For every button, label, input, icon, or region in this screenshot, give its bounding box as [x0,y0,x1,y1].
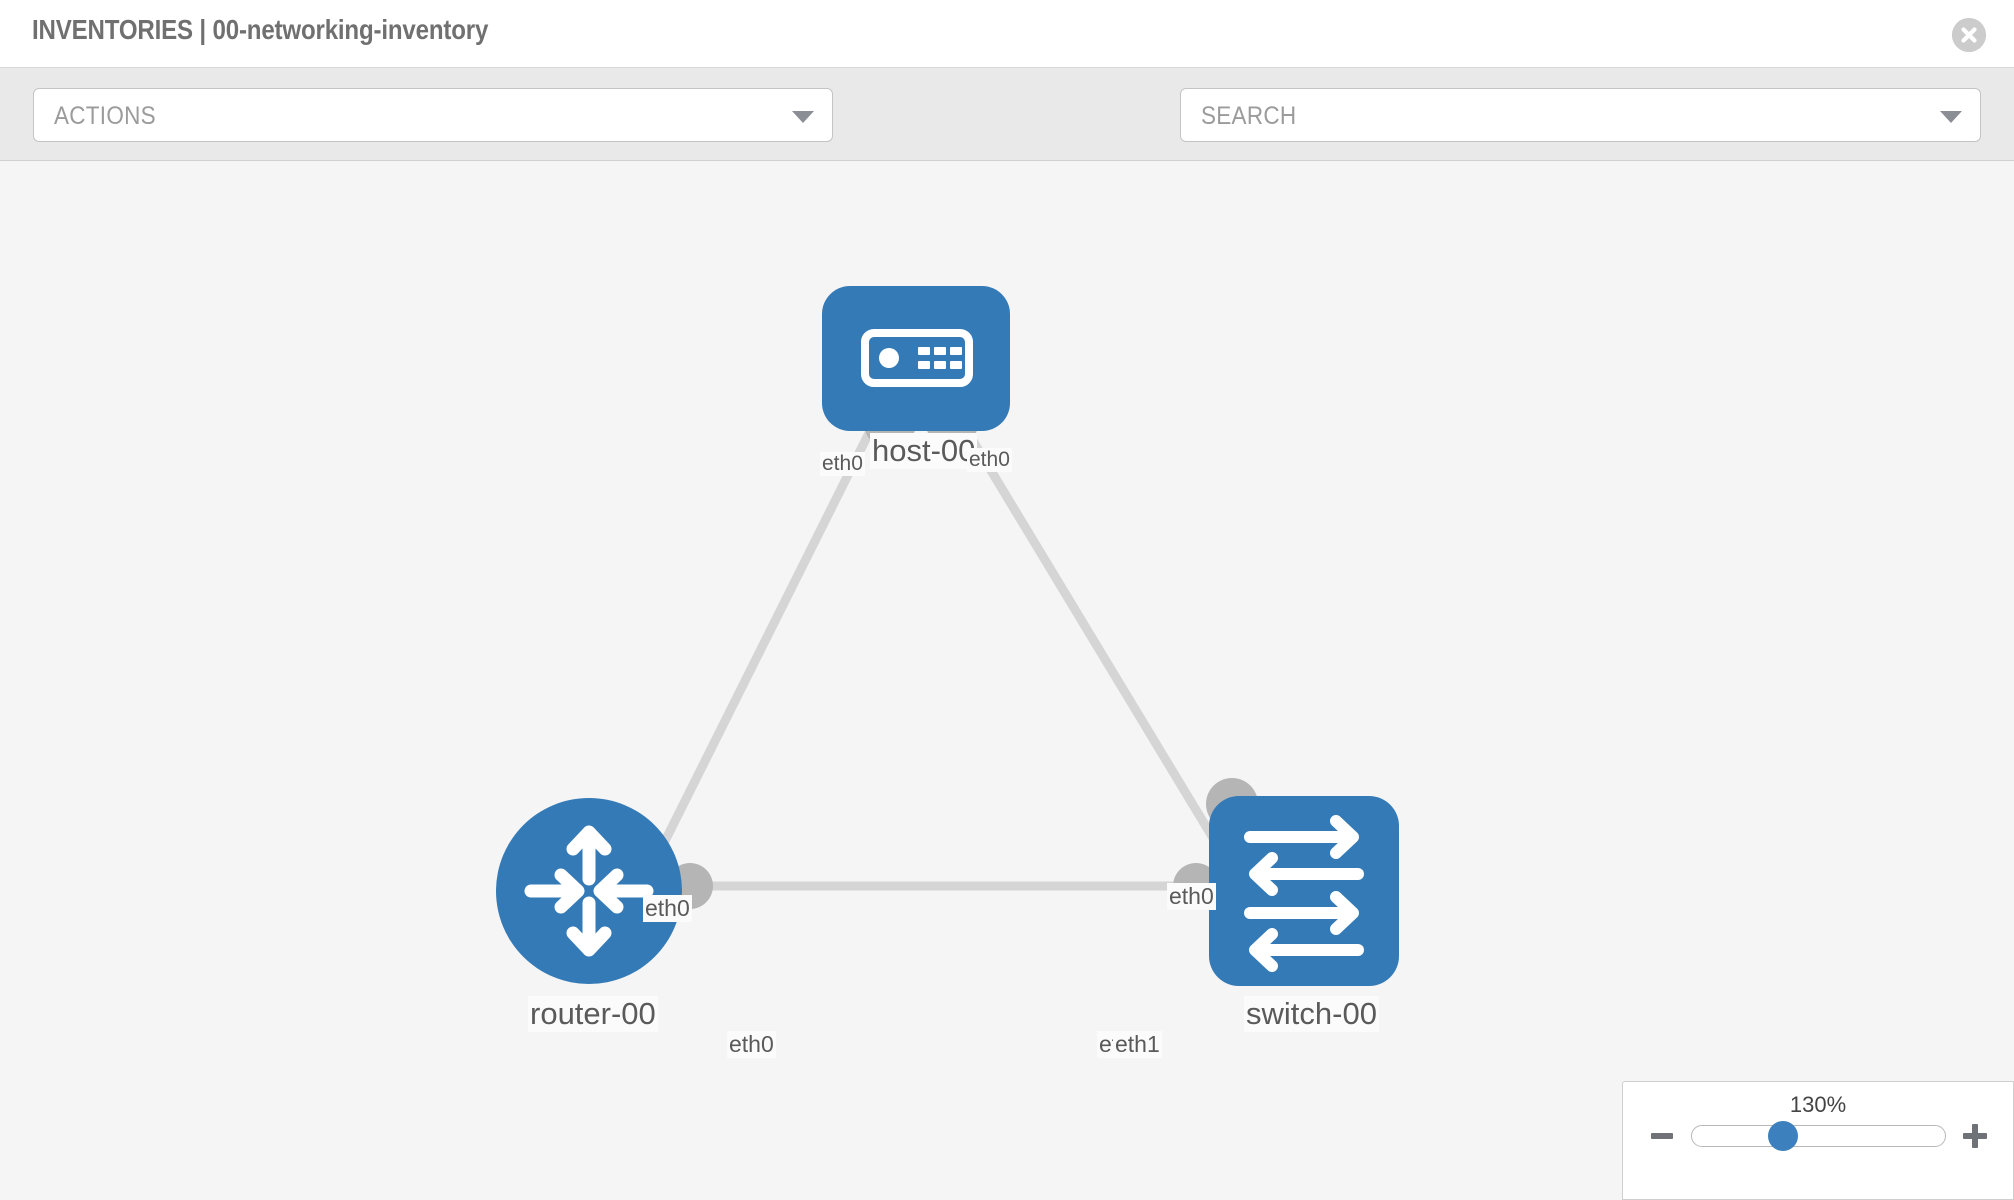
iface-label-host-right: eth0 [967,448,1012,472]
link-host-switch[interactable] [951,408,1249,894]
search-placeholder: SEARCH [1201,102,1297,130]
toolbar: ACTIONS SEARCH [0,68,2014,197]
iface-label-host-left: eth0 [820,452,865,476]
actions-dropdown[interactable]: ACTIONS [33,88,833,142]
zoom-control-panel: 130% [1622,1081,2014,1200]
zoom-slider-track[interactable] [1691,1125,1946,1147]
zoom-in-button[interactable] [1963,1124,1987,1148]
router-icon [524,825,654,957]
topology-canvas[interactable]: host-00 eth0 eth0 router-00 switch-00 et… [0,161,2014,1200]
switch-icon [1244,815,1364,972]
zoom-out-button[interactable] [1651,1133,1673,1139]
node-label-router-00: router-00 [528,996,658,1032]
zoom-slider-handle[interactable] [1768,1121,1798,1151]
actions-dropdown-label: ACTIONS [54,102,156,130]
node-label-host-00: host-00 [870,433,978,469]
node-router-00-shape[interactable] [496,798,682,984]
close-icon[interactable] [1952,18,1986,52]
chevron-down-icon [792,111,814,123]
node-switch-00[interactable] [1209,796,1399,986]
node-host-00-shape[interactable] [822,286,1010,431]
page-header: INVENTORIES | 00-networking-inventory [0,0,2014,68]
node-switch-00-shape[interactable] [1209,796,1399,986]
chevron-down-icon[interactable] [1940,111,1962,123]
node-host-00[interactable] [822,286,1010,479]
iface-label-switch-left: eth1 [1113,1031,1162,1058]
server-icon [861,329,973,387]
server-icon-vents [918,347,962,369]
iface-label-router-up: eth0 [643,895,692,922]
topology-links [635,408,1249,894]
topology-graph [496,286,1399,986]
node-router-00[interactable] [496,798,682,984]
server-icon-led [879,348,899,368]
iface-label-switch-up: eth0 [1167,883,1216,910]
iface-label-router-right: eth0 [727,1031,776,1058]
link-host-router[interactable] [635,408,885,894]
zoom-level-label: 130% [1789,1092,1847,1117]
page-title: INVENTORIES | 00-networking-inventory [32,14,489,45]
node-label-switch-00: switch-00 [1244,996,1379,1032]
search-input[interactable]: SEARCH [1180,88,1981,142]
